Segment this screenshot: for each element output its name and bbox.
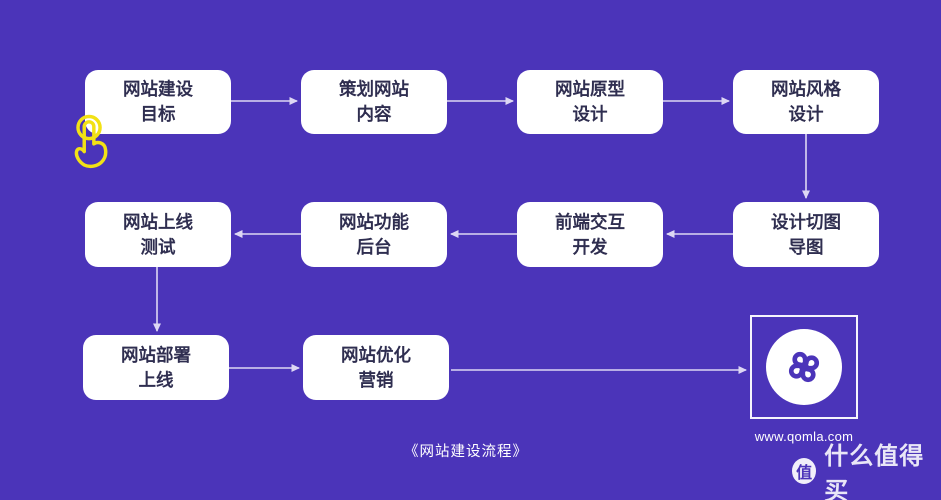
node-label-line2: 设计 bbox=[572, 104, 608, 124]
node-label-line2: 目标 bbox=[140, 104, 176, 124]
node-label-line1: 网站部署 bbox=[121, 344, 191, 365]
flow-node-frontend-dev: 前端交互 开发 bbox=[517, 202, 663, 267]
diagram-caption: 《网站建设流程》 bbox=[404, 444, 528, 460]
flow-node-plan-content: 策划网站 内容 bbox=[301, 70, 447, 134]
flow-node-website-goal: 网站建设 目标 bbox=[85, 70, 231, 134]
node-label-line1: 网站原型 bbox=[555, 79, 625, 100]
node-label-line2: 导图 bbox=[788, 236, 824, 257]
node-label-line2: 测试 bbox=[140, 236, 176, 257]
tap-hand-icon bbox=[74, 114, 108, 169]
node-label-line2: 开发 bbox=[572, 236, 608, 257]
flow-node-backend-function: 网站功能 后台 bbox=[301, 202, 447, 267]
node-label-line2: 上线 bbox=[138, 369, 174, 390]
smzdm-brand-text: 什么值得买 bbox=[824, 443, 925, 500]
node-label-line1: 网站功能 bbox=[339, 211, 409, 232]
node-label-line1: 网站风格 bbox=[771, 79, 841, 100]
node-label-line1: 前端交互 bbox=[555, 211, 625, 232]
node-label-line2: 设计 bbox=[788, 104, 824, 124]
node-label-line1: 网站优化 bbox=[341, 344, 411, 365]
node-label-line2: 后台 bbox=[356, 236, 392, 257]
node-label-line2: 营销 bbox=[358, 369, 394, 390]
qomla-logo-icon bbox=[766, 329, 842, 405]
logo-box bbox=[750, 315, 858, 419]
node-label-line1: 网站建设 bbox=[123, 79, 193, 100]
smzdm-badge-icon: 值 bbox=[792, 458, 817, 484]
node-label-line1: 设计切图 bbox=[771, 211, 841, 232]
node-label-line1: 策划网站 bbox=[339, 79, 409, 100]
flow-node-launch-testing: 网站上线 测试 bbox=[85, 202, 231, 267]
node-label-line1: 网站上线 bbox=[123, 211, 193, 232]
pinwheel-knot-icon bbox=[788, 351, 820, 383]
flow-node-design-slicing: 设计切图 导图 bbox=[733, 202, 879, 267]
flow-node-prototype-design: 网站原型 设计 bbox=[517, 70, 663, 134]
node-label-line2: 内容 bbox=[356, 104, 392, 124]
flow-node-style-design: 网站风格 设计 bbox=[733, 70, 879, 134]
smzdm-watermark: 值 什么值得买 bbox=[792, 443, 941, 500]
flow-node-seo-marketing: 网站优化 营销 bbox=[303, 335, 449, 400]
logo-site-url: www.qomla.com bbox=[754, 429, 854, 444]
flow-node-deploy-online: 网站部署 上线 bbox=[83, 335, 229, 400]
